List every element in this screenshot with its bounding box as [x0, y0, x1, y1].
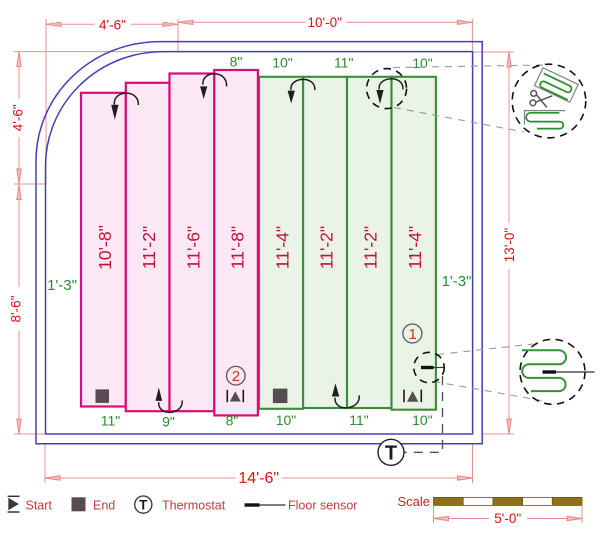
svg-text:14'-6": 14'-6" [238, 470, 279, 487]
svg-text:10": 10" [412, 412, 433, 428]
svg-text:T: T [139, 498, 148, 513]
svg-text:T: T [385, 443, 397, 465]
svg-text:9": 9" [162, 414, 175, 430]
svg-text:1: 1 [409, 326, 417, 343]
svg-text:4'-6": 4'-6" [11, 104, 26, 131]
svg-text:1'-3": 1'-3" [442, 273, 472, 290]
svg-text:End: End [93, 499, 115, 513]
svg-text:10": 10" [412, 55, 433, 71]
svg-text:11'-4": 11'-4" [405, 226, 425, 269]
svg-text:11": 11" [349, 412, 369, 428]
svg-text:2: 2 [232, 368, 240, 385]
svg-text:Scale: Scale [398, 494, 431, 509]
svg-text:8'-6": 8'-6" [9, 295, 24, 322]
svg-text:Thermostat: Thermostat [162, 499, 226, 513]
svg-text:10": 10" [276, 412, 297, 428]
svg-text:11'-6": 11'-6" [183, 226, 203, 269]
svg-text:11": 11" [101, 413, 121, 429]
svg-text:10'-0": 10'-0" [308, 15, 343, 30]
svg-text:8": 8" [230, 54, 243, 70]
svg-text:Floor sensor: Floor sensor [288, 499, 357, 513]
svg-text:4'-6": 4'-6" [99, 17, 126, 32]
svg-text:10'-8": 10'-8" [95, 225, 115, 270]
svg-text:Start: Start [26, 499, 53, 513]
svg-text:8": 8" [226, 413, 239, 429]
svg-text:11'-2": 11'-2" [316, 226, 336, 269]
svg-text:13'-0": 13'-0" [502, 228, 517, 263]
svg-text:10": 10" [272, 55, 293, 71]
svg-text:5'-0": 5'-0" [494, 511, 521, 526]
svg-text:11'-4": 11'-4" [272, 226, 292, 269]
svg-text:11": 11" [334, 55, 354, 71]
svg-text:11'-2": 11'-2" [361, 226, 381, 269]
svg-text:11'-8": 11'-8" [228, 226, 248, 269]
svg-text:11'-2": 11'-2" [139, 226, 159, 269]
svg-text:1'-3": 1'-3" [47, 277, 77, 294]
